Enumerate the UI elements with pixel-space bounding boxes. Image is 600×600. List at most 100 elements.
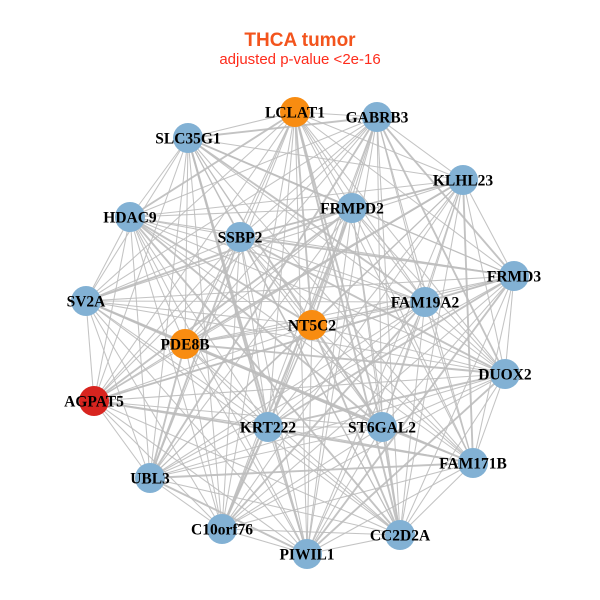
edge-SSBP2-PIWIL1: [239, 236, 308, 555]
node-SV2A: [71, 286, 101, 316]
edge-AGPAT5-ST6GAL2: [93, 400, 383, 428]
edge-FRMPD2-PIWIL1: [306, 207, 353, 555]
edge-KLHL23-CC2D2A: [399, 179, 464, 536]
edge-ST6GAL2-CC2D2A: [381, 426, 401, 536]
node-label-KLHL23: KLHL23: [433, 172, 494, 189]
node-DUOX2: [490, 359, 520, 389]
edge-layer: [85, 111, 515, 555]
edge-HDAC9-SV2A: [85, 216, 131, 302]
edge-FAM171B-PIWIL1: [306, 462, 474, 555]
edge-SSBP2-C10orf76: [221, 236, 241, 530]
edge-FRMPD2-NT5C2: [311, 207, 353, 326]
edge-HDAC9-FAM171B: [129, 216, 474, 464]
edge-SLC35G1-DUOX2: [187, 137, 506, 375]
edge-PIWIL1-CC2D2A: [306, 534, 401, 555]
edge-NT5C2-CC2D2A: [311, 324, 401, 536]
edge-KLHL23-DUOX2: [462, 179, 506, 375]
edge-KLHL23-PIWIL1: [306, 179, 464, 555]
figure-title: THCA tumor: [244, 30, 356, 51]
edge-FAM19A2-UBL3: [149, 301, 426, 479]
edge-FAM171B-CC2D2A: [399, 462, 474, 536]
node-layer: [71, 97, 529, 569]
node-label-GABRB3: GABRB3: [346, 109, 409, 126]
edge-GABRB3-CC2D2A: [376, 116, 401, 536]
edge-HDAC9-C10orf76: [129, 216, 223, 530]
node-label-HDAC9: HDAC9: [103, 209, 157, 226]
edge-SV2A-AGPAT5: [85, 300, 95, 402]
node-SLC35G1: [173, 123, 203, 153]
edge-LCLAT1-CC2D2A: [294, 111, 401, 536]
edge-LCLAT1-ST6GAL2: [294, 111, 383, 428]
node-ST6GAL2: [367, 412, 397, 442]
edge-FRMPD2-C10orf76: [221, 207, 353, 530]
edge-SV2A-NT5C2: [85, 300, 313, 326]
edge-ST6GAL2-C10orf76: [221, 426, 383, 530]
edge-SSBP2-UBL3: [149, 236, 241, 479]
edge-DUOX2-KRT222: [267, 373, 506, 428]
node-label-AGPAT5: AGPAT5: [64, 393, 124, 410]
edge-SSBP2-FAM171B: [239, 236, 474, 464]
node-label-SSBP2: SSBP2: [218, 229, 263, 246]
edge-AGPAT5-C10orf76: [93, 400, 223, 530]
edge-HDAC9-KRT222: [129, 216, 269, 428]
edge-SV2A-UBL3: [85, 300, 151, 479]
edge-FRMPD2-UBL3: [149, 207, 353, 479]
node-NT5C2: [297, 310, 327, 340]
edge-FAM171B-C10orf76: [221, 462, 474, 530]
edge-NT5C2-ST6GAL2: [311, 324, 383, 428]
edge-GABRB3-HDAC9: [129, 116, 378, 218]
edge-ST6GAL2-PIWIL1: [306, 426, 383, 555]
node-LCLAT1: [280, 97, 310, 127]
node-label-SLC35G1: SLC35G1: [155, 130, 220, 147]
edge-FAM171B-UBL3: [149, 462, 474, 479]
edge-KRT222-PIWIL1: [267, 426, 308, 555]
edge-PDE8B-KRT222: [184, 343, 269, 428]
node-FAM171B: [458, 448, 488, 478]
edge-AGPAT5-PIWIL1: [93, 400, 308, 555]
edge-C10orf76-CC2D2A: [221, 528, 401, 536]
edge-DUOX2-ST6GAL2: [381, 373, 506, 428]
node-SSBP2: [225, 222, 255, 252]
edge-DUOX2-PIWIL1: [306, 373, 506, 555]
edge-PDE8B-UBL3: [149, 343, 186, 479]
edge-KLHL23-AGPAT5: [93, 179, 464, 402]
node-UBL3: [135, 463, 165, 493]
edge-SV2A-PIWIL1: [85, 300, 308, 555]
edge-HDAC9-DUOX2: [129, 216, 506, 375]
edge-SLC35G1-PIWIL1: [187, 137, 308, 555]
edge-FAM19A2-DUOX2: [424, 301, 506, 375]
edge-PDE8B-C10orf76: [184, 343, 223, 530]
edge-FRMD3-CC2D2A: [399, 275, 515, 536]
node-FAM19A2: [410, 287, 440, 317]
edge-FRMD3-C10orf76: [221, 275, 515, 530]
edge-SLC35G1-HDAC9: [129, 137, 189, 218]
edge-HDAC9-AGPAT5: [93, 216, 131, 402]
edge-NT5C2-PIWIL1: [306, 324, 313, 555]
node-KLHL23: [448, 165, 478, 195]
edge-FRMD3-SV2A: [85, 275, 515, 302]
edge-FRMD3-DUOX2: [504, 275, 515, 375]
edge-LCLAT1-DUOX2: [294, 111, 506, 375]
edge-NT5C2-DUOX2: [311, 324, 506, 375]
edge-SSBP2-SV2A: [85, 236, 241, 302]
figure-subtitle: adjusted p-value <2e-16: [219, 51, 380, 68]
edge-FAM19A2-KRT222: [267, 301, 426, 428]
edge-FAM19A2-NT5C2: [311, 301, 426, 326]
edge-GABRB3-PDE8B: [184, 116, 378, 345]
node-label-FRMPD2: FRMPD2: [320, 200, 384, 217]
edge-LCLAT1-C10orf76: [221, 111, 296, 530]
edge-DUOX2-UBL3: [149, 373, 506, 479]
edge-DUOX2-AGPAT5: [93, 373, 506, 402]
edge-SV2A-DUOX2: [85, 300, 506, 375]
edge-NT5C2-FAM171B: [311, 324, 474, 464]
node-label-FRMD3: FRMD3: [487, 268, 541, 285]
node-label-FAM171B: FAM171B: [439, 455, 507, 472]
edge-FRMPD2-HDAC9: [129, 207, 353, 218]
edge-SLC35G1-KLHL23: [187, 137, 464, 181]
edge-NT5C2-AGPAT5: [93, 324, 313, 402]
node-KRT222: [253, 412, 283, 442]
edge-ST6GAL2-UBL3: [149, 426, 383, 479]
node-label-CC2D2A: CC2D2A: [370, 527, 431, 544]
node-label-PIWIL1: PIWIL1: [279, 546, 334, 563]
edge-HDAC9-PDE8B: [129, 216, 186, 345]
